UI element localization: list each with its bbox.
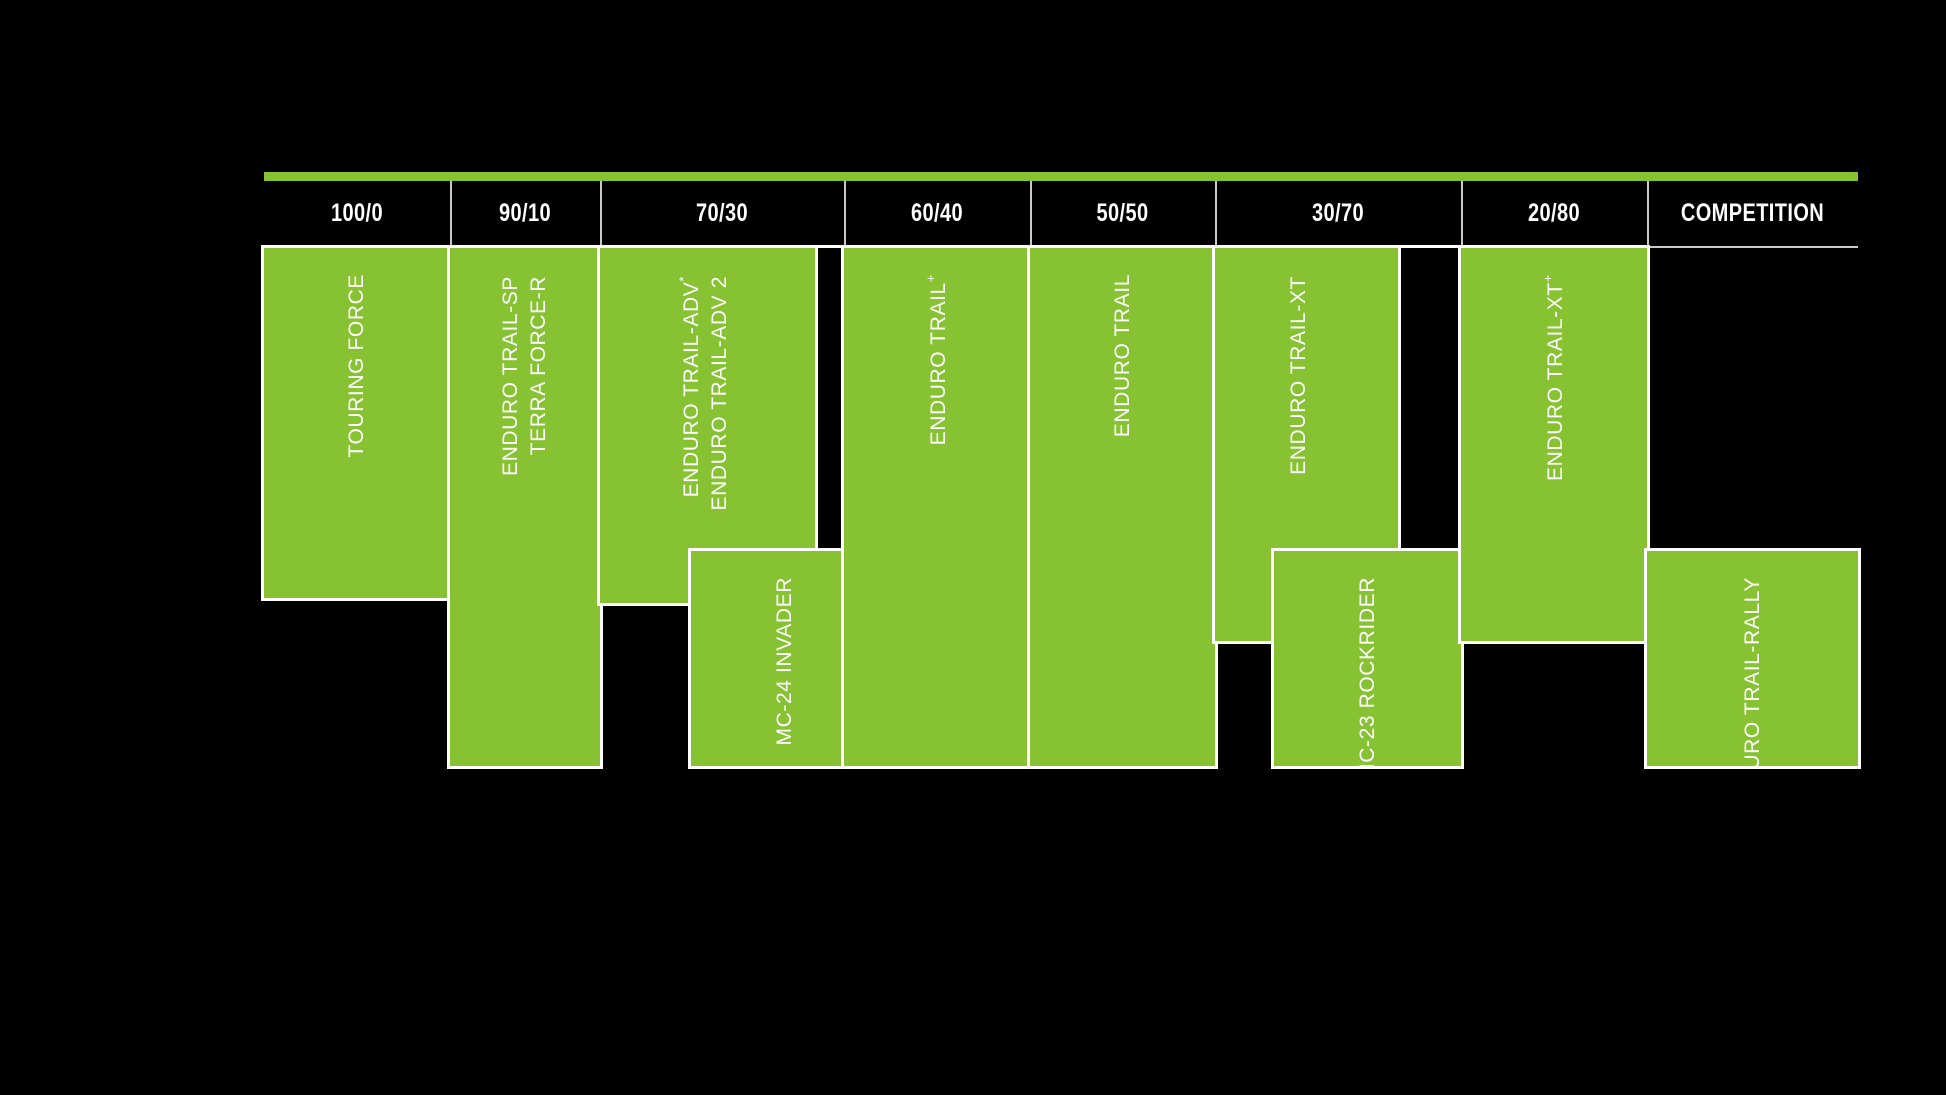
bar-label-enduro-trail-rally: ENDURO TRAIL-RALLY bbox=[1740, 577, 1764, 766]
header-cell-competition[interactable]: COMPETITION bbox=[1680, 199, 1825, 227]
bar-label-enduro-trail-xt-plus-mark: + bbox=[1540, 274, 1555, 283]
bar-terra-force-r-enduro-trail-sp[interactable]: ENDURO TRAIL-SP TERRA FORCE-R bbox=[450, 248, 600, 766]
header-cell-30-70[interactable]: 30/70 bbox=[1311, 199, 1365, 227]
bar-enduro-trail-rally[interactable]: ENDURO TRAIL-RALLY bbox=[1647, 551, 1858, 766]
bar-enduro-trail-xt-plus[interactable]: ENDURO TRAIL-XT+ bbox=[1461, 248, 1647, 641]
header-separator-6 bbox=[1461, 181, 1463, 246]
header-separator-5 bbox=[1215, 181, 1217, 246]
bar-label-mc-24-invader: MC-24 INVADER bbox=[772, 577, 796, 746]
bar-label-enduro-trail-adv-text: ENDURO TRAIL-ADV bbox=[680, 281, 703, 498]
bar-enduro-trail-adv[interactable]: ENDURO TRAIL-ADV* ENDURO TRAIL-ADV 2 bbox=[600, 248, 844, 603]
header-separator-1 bbox=[450, 181, 452, 246]
bar-label-enduro-trail-adv: ENDURO TRAIL-ADV* bbox=[676, 276, 704, 497]
header-separator-7 bbox=[1647, 181, 1649, 246]
header-separator-2 bbox=[600, 181, 602, 246]
header-separator-3 bbox=[844, 181, 846, 246]
header-cell-100-0[interactable]: 100/0 bbox=[330, 199, 384, 227]
bar-label-stack-90-10: ENDURO TRAIL-SP TERRA FORCE-R bbox=[450, 248, 600, 766]
chart-header-row: 100/0 90/10 70/30 60/40 50/50 30/70 20/8… bbox=[264, 181, 1858, 246]
header-cell-60-40[interactable]: 60/40 bbox=[910, 199, 964, 227]
header-cell-50-50[interactable]: 50/50 bbox=[1096, 199, 1149, 227]
header-cell-90-10[interactable]: 90/10 bbox=[498, 199, 552, 227]
usage-ratio-chart: 100/0 90/10 70/30 60/40 50/50 30/70 20/8… bbox=[264, 172, 1858, 902]
bar-label-stack-70-30: ENDURO TRAIL-ADV* ENDURO TRAIL-ADV 2 bbox=[600, 248, 844, 603]
bar-label-enduro-trail-sp: ENDURO TRAIL-SP bbox=[499, 276, 522, 476]
bar-label-terra-force-r: TERRA FORCE-R bbox=[527, 276, 550, 456]
bar-touring-force[interactable]: TOURING FORCE bbox=[264, 248, 450, 598]
top-accent-rule bbox=[264, 172, 1858, 181]
bar-mc-23-rockrider[interactable]: MC-23 ROCKRIDER bbox=[1274, 551, 1461, 766]
notch-30-70 bbox=[1401, 248, 1461, 554]
bar-label-enduro-trail-xt-plus: ENDURO TRAIL-XT+ bbox=[1540, 274, 1568, 481]
header-baseline-rule bbox=[264, 246, 1858, 248]
bar-enduro-trail[interactable]: ENDURO TRAIL bbox=[1030, 248, 1215, 766]
header-cell-20-80[interactable]: 20/80 bbox=[1527, 199, 1581, 227]
bar-enduro-trail-plus[interactable]: ENDURO TRAIL+ bbox=[844, 248, 1030, 766]
header-cell-70-30[interactable]: 70/30 bbox=[695, 199, 749, 227]
bar-label-enduro-trail-plus-text: ENDURO TRAIL bbox=[927, 282, 950, 446]
bar-label-enduro-trail-xt-plus-text: ENDURO TRAIL-XT bbox=[1544, 282, 1567, 482]
bar-label-enduro-trail-plus: ENDURO TRAIL+ bbox=[923, 274, 951, 445]
bar-label-enduro-trail: ENDURO TRAIL bbox=[1110, 274, 1134, 438]
bar-label-enduro-trail-adv-mark: * bbox=[676, 276, 691, 282]
bar-label-mc-23-rockrider: MC-23 ROCKRIDER bbox=[1355, 577, 1379, 766]
bar-label-enduro-trail-xt: ENDURO TRAIL-XT bbox=[1287, 276, 1310, 475]
bar-label-enduro-trail-plus-mark: + bbox=[923, 274, 938, 283]
bar-label-touring-force: TOURING FORCE bbox=[345, 274, 368, 458]
header-separator-4 bbox=[1030, 181, 1032, 246]
chart-plot-area: TOURING FORCE ENDURO TRAIL-SP TERRA FORC… bbox=[264, 248, 1858, 902]
bar-label-enduro-trail-adv-2: ENDURO TRAIL-ADV 2 bbox=[708, 276, 731, 511]
